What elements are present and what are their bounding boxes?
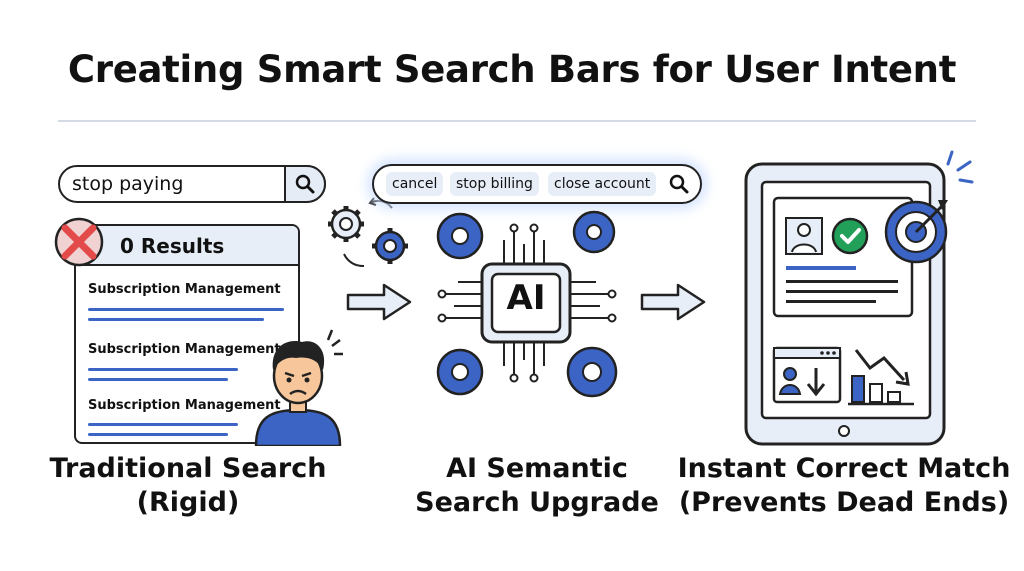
caption-ai: AI Semantic Search Upgrade [415,453,659,518]
page-title: Creating Smart Search Bars for User Inte… [67,48,957,91]
traditional-search-bar[interactable]: stop paying [58,165,326,203]
semantic-search-bar[interactable]: cancel stop billing close account [372,164,702,204]
text-line [88,308,284,311]
results-header: 0 Results [76,226,298,266]
result-item: Subscription Management [88,342,281,357]
ai-chip-label: AI [506,278,546,318]
frustrated-user-icon [254,329,343,446]
result-item: Subscription Management [88,282,281,297]
no-results-x-icon [54,217,104,267]
search-icon[interactable] [668,173,690,195]
arrow-right-icon [346,283,412,321]
text-line [88,368,238,371]
sparkle-icon [946,150,974,184]
results-count: 0 Results [120,234,225,258]
text-line [88,318,264,321]
intent-chip[interactable]: close account [548,172,657,196]
small-gears-icon [328,197,408,267]
arrow-right-icon [640,283,706,321]
result-item: Subscription Management [88,398,281,413]
title-divider [58,120,976,122]
text-line [88,423,238,426]
intent-chip[interactable]: stop billing [450,172,539,196]
search-input[interactable]: stop paying [72,173,184,195]
caption-traditional: Traditional Search (Rigid) [49,453,327,518]
text-line [88,378,228,381]
caption-match: Instant Correct Match (Prevents Dead End… [677,453,1011,518]
search-icon [295,174,315,194]
tablet-match-illustration [744,162,948,446]
search-button[interactable] [284,165,326,203]
text-line [88,433,228,436]
intent-chip[interactable]: cancel [386,172,444,196]
results-card: 0 Results Subscription Management Subscr… [74,224,300,444]
ai-chip-diagram [436,210,618,398]
